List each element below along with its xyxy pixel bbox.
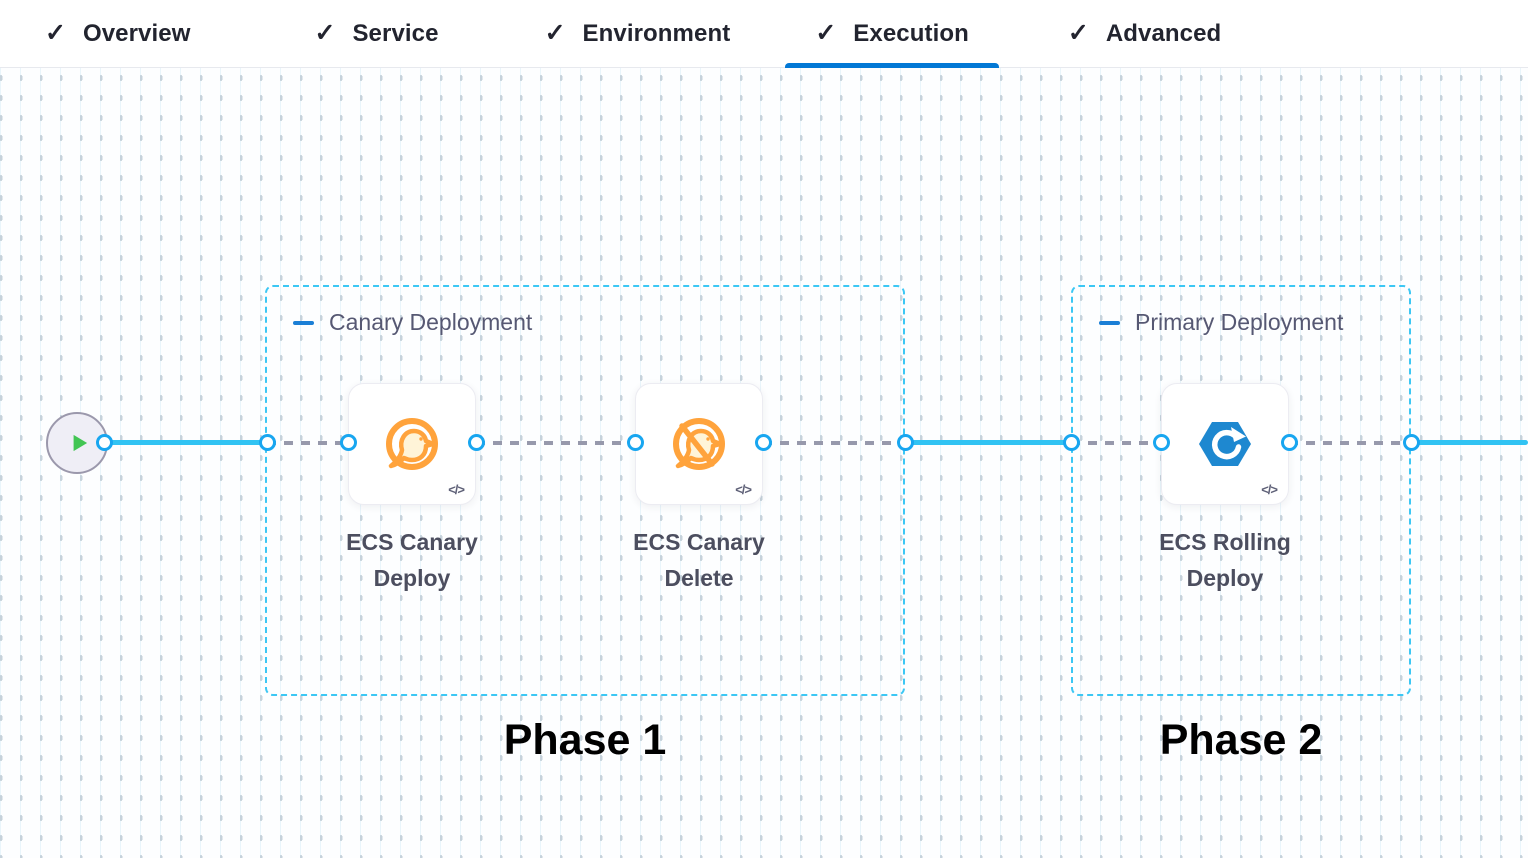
connector-dashed — [763, 441, 905, 445]
group-label: Canary Deployment — [329, 309, 533, 335]
group-header: Canary Deployment — [293, 309, 532, 336]
connector-port[interactable] — [1062, 434, 1080, 451]
play-icon — [73, 434, 88, 452]
connector-port[interactable] — [339, 434, 357, 451]
ecs-rolling-hexagon-icon — [1199, 422, 1251, 466]
tab-label: Advanced — [1105, 19, 1222, 47]
step-ecs-canary-deploy[interactable]: </> — [348, 383, 476, 505]
stage-group-canary-deployment[interactable]: Canary Deployment — [265, 285, 905, 696]
canary-bird-icon — [386, 418, 438, 470]
connector-dashed — [1289, 441, 1411, 445]
code-icon[interactable]: </> — [448, 482, 465, 497]
code-icon[interactable]: </> — [1261, 482, 1278, 497]
connector-solid — [1411, 440, 1528, 445]
connector-port[interactable] — [896, 434, 914, 451]
step-label-ecs-canary-delete: ECS Canary Delete — [633, 529, 765, 591]
connector-port[interactable] — [1152, 434, 1170, 451]
tab-label: Execution — [853, 19, 969, 47]
connector-dashed — [476, 441, 635, 445]
connector-port[interactable] — [258, 434, 276, 451]
canary-bird-delete-icon — [673, 418, 725, 470]
check-icon: ✓ — [1067, 19, 1089, 47]
connector-dashed — [1071, 441, 1161, 445]
step-ecs-rolling-deploy[interactable]: </> — [1161, 383, 1289, 505]
collapse-icon[interactable] — [293, 320, 314, 325]
connector-port[interactable] — [467, 434, 485, 451]
tab-advanced[interactable]: ✓ Advanced — [1038, 0, 1251, 67]
check-icon: ✓ — [544, 19, 566, 47]
tab-execution[interactable]: ✓ Execution — [785, 0, 999, 68]
step-label-ecs-rolling-deploy: ECS Rolling Deploy — [1159, 529, 1291, 591]
collapse-icon[interactable] — [1099, 320, 1120, 325]
phase-2-caption: Phase 2 — [1159, 716, 1323, 764]
connector-port[interactable] — [96, 434, 113, 451]
pipeline-canvas[interactable]: Canary Deployment Primary Deployment — [0, 68, 1528, 858]
code-icon[interactable]: </> — [735, 482, 752, 497]
phase-1-caption: Phase 1 — [503, 716, 667, 764]
connector-solid — [905, 440, 1071, 445]
connector-port[interactable] — [1280, 434, 1298, 451]
group-header: Primary Deployment — [1099, 309, 1343, 336]
connector-solid — [77, 440, 267, 445]
connector-dashed — [267, 441, 348, 445]
check-icon: ✓ — [314, 19, 336, 47]
connector-port[interactable] — [754, 434, 772, 451]
tab-label: Service — [352, 19, 439, 47]
step-ecs-canary-delete[interactable]: </> — [635, 383, 763, 505]
check-icon: ✓ — [815, 19, 837, 47]
group-label: Primary Deployment — [1135, 309, 1344, 335]
stage-group-primary-deployment[interactable]: Primary Deployment — [1071, 285, 1411, 696]
tab-label: Overview — [82, 19, 191, 47]
connector-port[interactable] — [626, 434, 644, 451]
step-label-ecs-canary-deploy: ECS Canary Deploy — [346, 529, 478, 591]
tab-label: Environment — [582, 19, 731, 47]
tab-environment[interactable]: ✓ Environment — [515, 0, 761, 67]
tab-service[interactable]: ✓ Service — [285, 0, 469, 67]
tab-overview[interactable]: ✓ Overview — [15, 0, 221, 67]
setup-tab-bar: ✓ Overview ✓ Service ✓ Environment ✓ Exe… — [0, 0, 1528, 68]
check-icon: ✓ — [45, 19, 66, 47]
connector-port[interactable] — [1402, 434, 1420, 451]
